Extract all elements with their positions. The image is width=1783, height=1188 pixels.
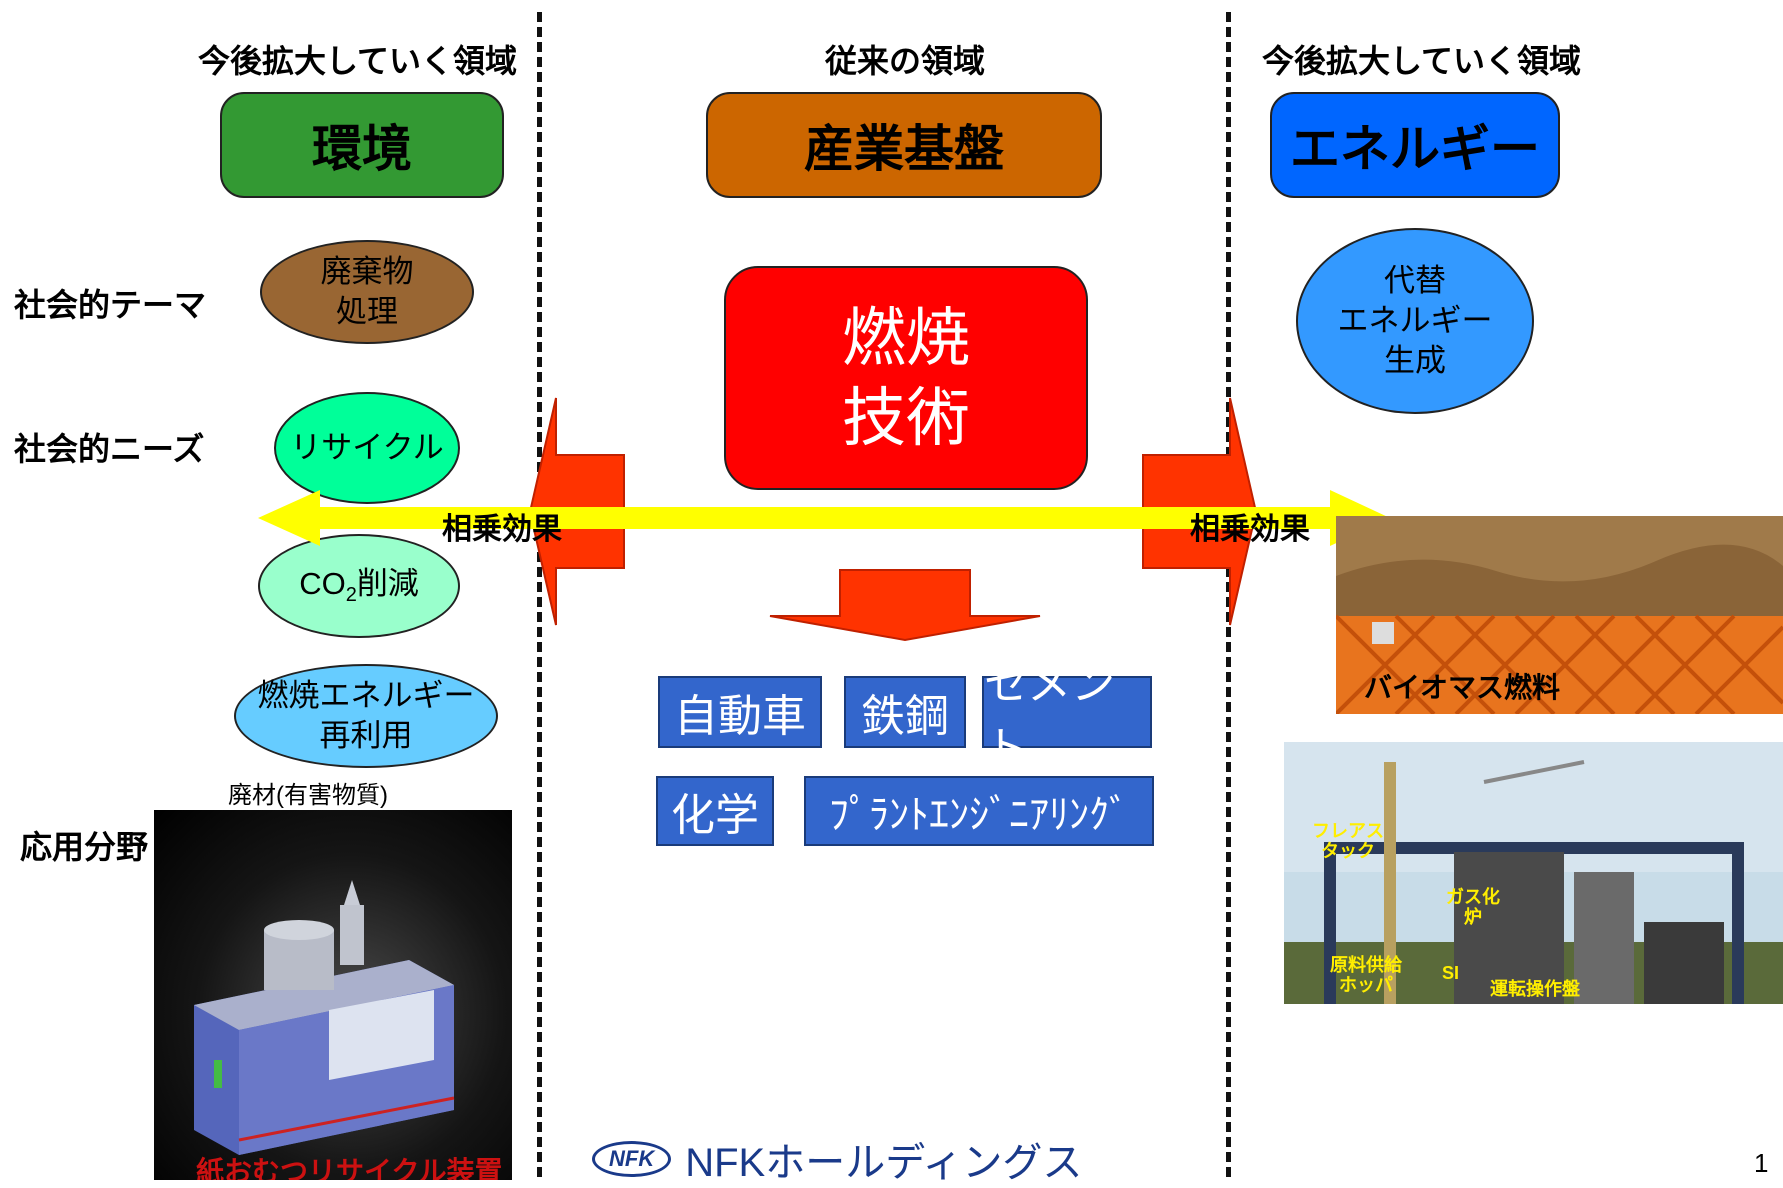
alt-line-3: 生成 <box>1384 343 1446 379</box>
biomass-image <box>1336 516 1783 714</box>
combustion-technology-box: 燃焼 技術 <box>724 266 1088 490</box>
ellipse-waste-treatment: 廃棄物 処理 <box>260 240 474 344</box>
sector-chemical: 化学 <box>656 776 774 846</box>
recycle-label: リサイクル <box>290 429 444 465</box>
category-environment: 環境 <box>220 92 504 198</box>
category-energy: エネルギー <box>1270 92 1560 198</box>
plant-label-ops: 運転操作盤 <box>1490 979 1580 999</box>
company-logo: NFK NFKホールディングス <box>592 1130 1082 1188</box>
ellipse-co2-reduction: CO2削減 <box>258 534 460 638</box>
ellipse-alternative-energy: 代替 エネルギー 生成 <box>1296 228 1534 414</box>
synergy-label-right: 相乗効果 <box>1190 513 1310 546</box>
plant-image <box>1284 742 1783 1004</box>
header-right: 今後拡大していく領域 <box>1262 43 1582 79</box>
label-application: 応用分野 <box>20 829 149 865</box>
company-name: NFKホールディングス <box>685 1141 1083 1185</box>
ellipse-recycle: リサイクル <box>274 392 460 504</box>
gasification-plant-photo: フレアス タック ガス化 炉 原料供給 ホッパ SI 運転操作盤 <box>1284 742 1783 1004</box>
plant-label-feed: 原料供給 ホッパ <box>1330 955 1402 995</box>
sector-plant-engineering: ﾌﾟﾗﾝﾄｴﾝｼﾞﾆｱﾘﾝｸﾞ <box>804 776 1154 846</box>
plant-label-gasifier: ガス化 炉 <box>1446 887 1500 927</box>
ellipse-energy-reuse: 燃焼エネルギー 再利用 <box>234 664 498 768</box>
plant-label-si: SI <box>1442 963 1460 983</box>
divider-left <box>537 12 542 1177</box>
diaper-caption: 紙おむつリサイクル装置 <box>196 1156 503 1180</box>
label-social-theme: 社会的テーマ <box>14 287 207 323</box>
biomass-fuel-photo: バイオマス燃料 <box>1336 516 1783 714</box>
sector-cement: セメント <box>982 660 1152 773</box>
waste-material-label: 廃材(有害物質) <box>228 782 388 809</box>
header-center: 従来の領域 <box>825 43 986 79</box>
core-line-2: 技術 <box>842 382 970 454</box>
reuse-line-2: 再利用 <box>319 718 413 753</box>
header-left: 今後拡大していく領域 <box>198 43 518 79</box>
waste-line-2: 処理 <box>336 294 398 329</box>
co2-suffix: 削減 <box>356 565 419 601</box>
nfk-logo-mark: NFK <box>592 1141 672 1177</box>
biomass-caption: バイオマス燃料 <box>1364 672 1561 703</box>
category-industry: 産業基盤 <box>706 92 1102 198</box>
down-orange-arrow <box>769 569 1041 642</box>
plant-label-flare: フレアス タック <box>1312 821 1384 861</box>
waste-line-1: 廃棄物 <box>320 253 414 289</box>
co2-subscript: 2 <box>345 584 357 607</box>
sector-automotive: 自動車 <box>658 676 822 748</box>
alt-line-2: エネルギー <box>1337 302 1493 338</box>
synergy-yellow-arrow <box>258 490 1390 546</box>
diaper-recycling-photo: 紙おむつリサイクル装置 <box>154 810 512 1180</box>
synergy-label-left: 相乗効果 <box>442 513 562 546</box>
sector-steel: 鉄鋼 <box>844 676 966 748</box>
divider-right <box>1226 12 1231 1177</box>
page-number: 1 <box>1754 1148 1769 1178</box>
reuse-line-1: 燃焼エネルギー <box>257 677 475 713</box>
alt-line-1: 代替 <box>1384 262 1446 298</box>
diaper-machine-image <box>194 880 455 1155</box>
label-social-needs: 社会的ニーズ <box>14 431 205 467</box>
co2-label: CO <box>299 565 346 601</box>
core-line-1: 燃焼 <box>842 302 970 374</box>
